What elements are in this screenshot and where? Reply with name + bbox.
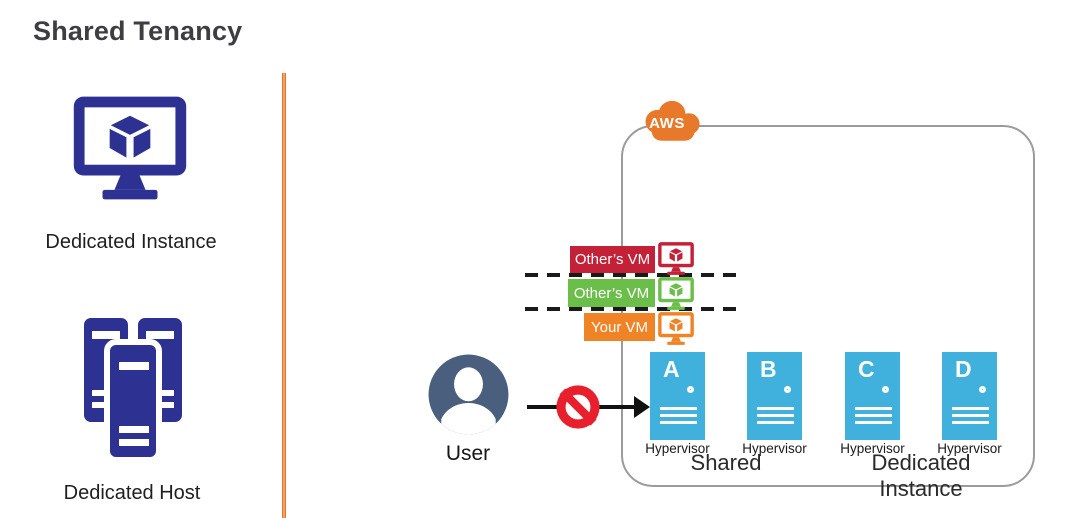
aws-cloud-label: AWS <box>649 115 685 132</box>
dashed-separator-2 <box>525 307 739 311</box>
monitor-cube-icon <box>657 276 695 311</box>
legend-label-dedicated-instance: Dedicated Instance <box>45 231 217 253</box>
group-label-dedicated-instance: Dedicated Instance <box>871 450 971 501</box>
hypervisor-server-b: B Hypervisor <box>742 352 807 456</box>
page-title: Shared Tenancy <box>33 16 243 46</box>
server-vents <box>855 407 892 428</box>
power-indicator-icon <box>687 386 694 393</box>
hypervisor-server-d: D Hypervisor <box>937 352 1002 456</box>
server-stack-icon <box>78 313 188 465</box>
monitor-cube-icon <box>70 93 190 203</box>
power-indicator-icon <box>979 386 986 393</box>
hypervisor-label: Hypervisor <box>840 441 905 456</box>
aws-cloud-icon: AWS <box>638 98 706 143</box>
server-vents <box>757 407 794 428</box>
arrow-head <box>634 396 650 418</box>
hypervisor-label: Hypervisor <box>742 441 807 456</box>
vm-label-others-1: Other’s VM <box>570 246 655 273</box>
hypervisor-label: Hypervisor <box>937 441 1002 456</box>
vm-label-text: Your VM <box>591 318 648 336</box>
server-letter: B <box>760 356 777 382</box>
server-letter: D <box>955 356 972 382</box>
hypervisor-server-c: C Hypervisor <box>840 352 905 456</box>
vm-label-text: Other’s VM <box>574 251 651 268</box>
power-indicator-icon <box>882 386 889 393</box>
server-letter: C <box>858 356 875 382</box>
no-entry-icon <box>555 384 601 430</box>
vm-label-yours: Your VM <box>584 313 655 341</box>
vm-label-others-2: Other’s VM <box>568 279 655 307</box>
user-icon <box>426 352 511 437</box>
user-label: User <box>445 442 491 465</box>
monitor-cube-icon <box>657 241 695 276</box>
vm-label-text: Other’s VM <box>573 284 650 302</box>
server-vents <box>952 407 989 428</box>
server-vents <box>660 407 697 428</box>
dashed-separator-1 <box>525 273 739 277</box>
power-indicator-icon <box>784 386 791 393</box>
monitor-cube-icon <box>657 311 695 346</box>
hypervisor-label: Hypervisor <box>645 441 710 456</box>
vertical-divider <box>282 73 286 518</box>
server-letter: A <box>663 356 680 382</box>
legend-label-dedicated-host: Dedicated Host <box>63 482 201 504</box>
hypervisor-server-a: A Hypervisor <box>645 352 710 456</box>
group-label-shared: Shared <box>690 450 762 475</box>
